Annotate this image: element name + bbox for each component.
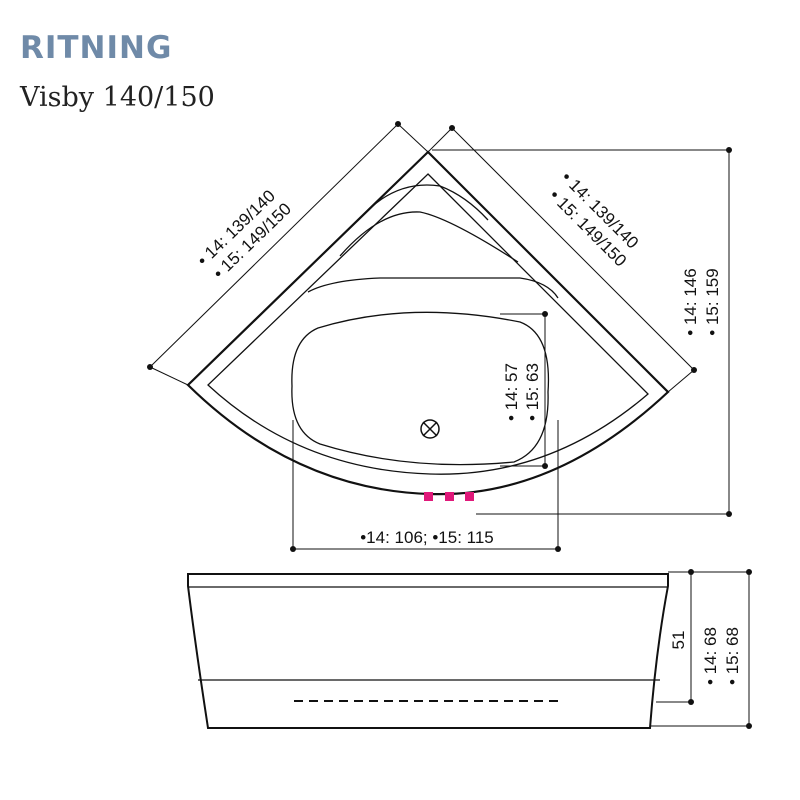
dimension-right-side	[427, 125, 697, 393]
basin-width-label: •14: 106; •15: 115	[360, 528, 494, 547]
basin-length-label-15: • 15: 63	[523, 363, 542, 421]
dimension-left-side	[147, 121, 429, 386]
basin-length-label-14: • 14: 57	[502, 363, 521, 421]
drain-icon	[420, 419, 440, 439]
control-button	[465, 492, 474, 501]
side-height-label: 51	[669, 631, 688, 650]
total-height-label-15: • 15: 68	[723, 627, 742, 685]
control-button	[424, 492, 433, 501]
side-view	[187, 573, 669, 729]
total-height-label-14: • 14: 68	[701, 627, 720, 685]
model-subtitle: Visby 140/150	[20, 82, 215, 113]
side-view-outline	[187, 573, 669, 729]
basin	[291, 311, 550, 466]
dimension-side-height	[656, 569, 694, 705]
depth-label-15: • 15: 159	[703, 268, 722, 335]
top-view	[186, 150, 670, 501]
dimension-total-height	[650, 569, 752, 729]
control-button	[445, 492, 454, 501]
depth-label-14: • 14: 146	[681, 268, 700, 335]
shelf-line	[307, 277, 559, 299]
dimension-depth	[432, 147, 732, 517]
backrest-middle	[339, 211, 519, 263]
drawing-title: RITNING	[20, 30, 173, 66]
dimension-basin-length	[500, 311, 548, 469]
tub-inner-rim	[207, 173, 649, 475]
dimension-basin-width	[290, 420, 561, 552]
backrest-top	[367, 184, 489, 221]
